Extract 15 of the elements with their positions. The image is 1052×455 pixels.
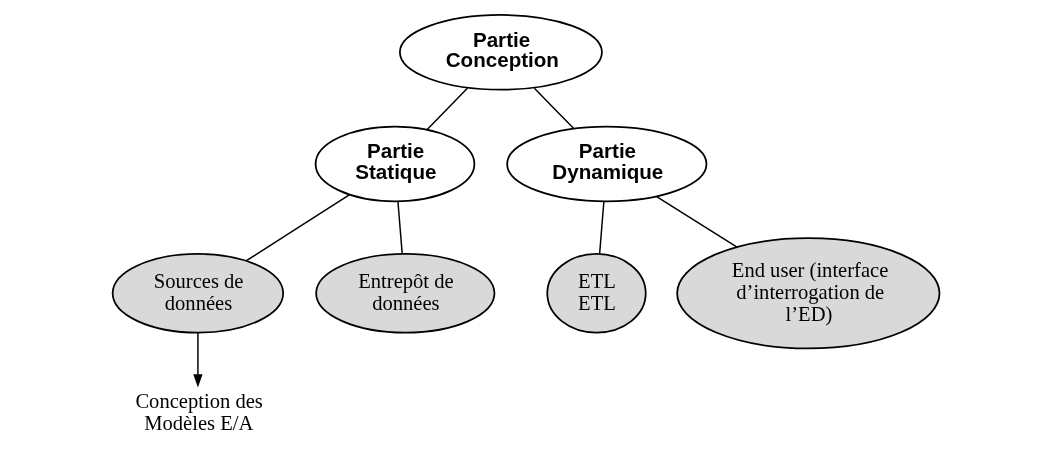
node-ellipse: ETL ETL — [546, 252, 647, 334]
node-ellipse: Sources de données — [111, 252, 285, 334]
node-ellipse: Partie Conception — [399, 13, 603, 91]
connector — [655, 195, 738, 248]
node-ellipse: Partie Statique — [314, 125, 476, 202]
node-ellipse: Entrepôt de données — [315, 252, 496, 334]
connector — [533, 86, 575, 129]
connector — [246, 193, 351, 261]
node-ellipse: Partie Dynamique — [506, 125, 708, 202]
node-ellipse: End user (interface d’interrogation de l’ED) — [676, 236, 941, 349]
node-text: Conception des Modèles E/A — [135, 389, 263, 434]
arrow — [193, 331, 203, 387]
connector — [598, 200, 605, 254]
connector — [426, 86, 469, 130]
connector — [397, 200, 403, 254]
